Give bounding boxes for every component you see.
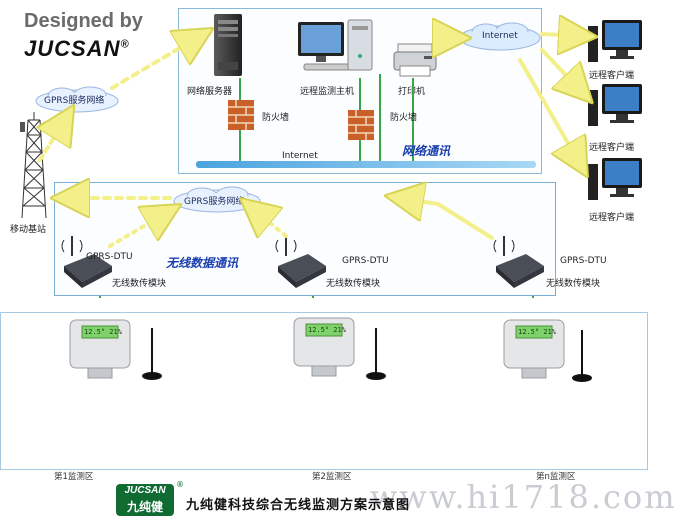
brand-logo-text: JUCSAN® — [24, 36, 130, 61]
data-flow-arrows — [0, 0, 648, 248]
internet-bus-label: Internet — [282, 151, 318, 161]
server-label: 网络服务器 — [187, 87, 233, 97]
base-station-label: 移动基站 — [10, 225, 47, 235]
client-computer-icon-3 — [588, 158, 642, 200]
footer-title: 九纯健科技综合无线监测方案示意图 — [186, 498, 411, 513]
designed-by-text: Designed by — [24, 10, 143, 32]
device-display-3: 12.5° 21% — [518, 328, 556, 336]
device-display-1: 12.5° 21% — [84, 328, 122, 336]
zone-label-1: 第1监测区 — [54, 472, 94, 482]
dtu-module-icon-2 — [275, 236, 326, 288]
firewall-icon-2 — [348, 110, 374, 140]
dtu-desc-2: 无线数传模块 — [326, 279, 381, 289]
firewall-icon-1 — [228, 100, 254, 130]
printer-icon — [393, 43, 437, 77]
footer-logo-bottom: 九纯健 — [126, 500, 163, 514]
firewall-label-2: 防火墙 — [390, 113, 418, 123]
wireless-comm-tag: 无线数据通讯 — [166, 256, 239, 270]
dtu-name-2: GPRS-DTU — [342, 256, 389, 266]
footer-logo: JUCSAN 九纯健 — [116, 484, 174, 516]
device-display-2: 12.5° 21% — [308, 326, 346, 334]
monitor-host-label: 远程监测主机 — [300, 87, 355, 97]
network-comm-tag: 网络通讯 — [402, 144, 451, 158]
zone-label-n: 第n监测区 — [536, 472, 576, 482]
monitoring-device-icon-3 — [503, 319, 592, 382]
dtu-desc-3: 无线数传模块 — [546, 279, 601, 289]
dtu-name-1: GPRS-DTU — [86, 252, 133, 262]
monitoring-device-icon-1 — [69, 319, 162, 380]
zone-label-2: 第2监测区 — [312, 472, 352, 482]
firewall-label-1: 防火墙 — [262, 113, 290, 123]
remote-host-computer-icon — [298, 19, 373, 71]
client-label-3: 远程客户端 — [589, 213, 635, 223]
client-label-1: 远程客户端 — [589, 71, 635, 81]
dtu-name-3: GPRS-DTU — [560, 256, 607, 266]
footer-logo-top: JUCSAN — [124, 485, 166, 496]
internet-cloud-icon — [459, 22, 541, 51]
internet-cloud-label: Internet — [482, 31, 518, 41]
client-label-2: 远程客户端 — [589, 143, 635, 153]
gprs-cloud-top-label: GPRS服务网络 — [44, 96, 105, 106]
gprs-cloud-mid-label: GPRS服务网络 — [184, 197, 245, 207]
footer-logo-mark: ® — [176, 480, 184, 489]
internet-bus-bar — [196, 161, 536, 168]
client-computer-icon-2 — [588, 84, 642, 126]
printer-label: 打印机 — [398, 87, 426, 97]
dtu-module-icon-1 — [61, 236, 112, 288]
network-server-icon — [214, 14, 242, 76]
monitoring-device-icon-2 — [293, 317, 386, 380]
dtu-desc-1: 无线数传模块 — [112, 279, 167, 289]
watermark-text: www.hi1718.com — [370, 478, 677, 516]
gprs-cloud-mid-icon — [173, 186, 261, 213]
dtu-module-icon-3 — [493, 236, 544, 288]
